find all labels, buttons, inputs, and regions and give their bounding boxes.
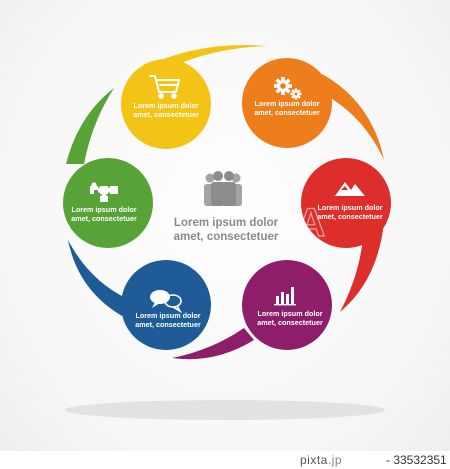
node-cart[interactable] bbox=[121, 59, 211, 149]
node-mountain[interactable] bbox=[301, 158, 391, 248]
footer-brand: pixta.jp bbox=[300, 453, 342, 467]
center-text-line2: amet, consectetuer bbox=[174, 231, 279, 243]
node-gear[interactable] bbox=[242, 58, 332, 148]
node-chat-label-line2: amet, consectetuer bbox=[135, 320, 201, 329]
node-mountain-label-line1: Lorem ipsum dolor bbox=[317, 203, 382, 212]
bar-chart-icon bbox=[274, 287, 296, 306]
node-barchart-label-line2: amet, consectetuer bbox=[257, 318, 323, 327]
tail-chat bbox=[68, 240, 130, 316]
footer-brand-domain: .jp bbox=[327, 453, 343, 467]
mountain-chart-icon bbox=[335, 182, 365, 196]
center-text-line1: Lorem ipsum dolor bbox=[174, 217, 279, 229]
node-cart-label-line1: Lorem ipsum dolor bbox=[133, 101, 198, 110]
tail-gear bbox=[316, 74, 384, 160]
node-gear-label-line1: Lorem ipsum dolor bbox=[254, 99, 319, 108]
node-chat-label-line1: Lorem ipsum dolor bbox=[135, 311, 200, 320]
tail-mountain bbox=[340, 222, 384, 312]
watermark: PIXTA bbox=[211, 201, 326, 245]
node-cart-label-line2: amet, consectetuer bbox=[133, 110, 199, 119]
footer-bar: pixta.jp - 33532351 bbox=[0, 451, 450, 469]
shopping-cart-icon bbox=[149, 75, 180, 99]
tail-puzzle bbox=[66, 88, 114, 164]
puzzle-icon bbox=[90, 182, 118, 202]
node-puzzle-label-line1: Lorem ipsum dolor bbox=[71, 205, 136, 214]
node-gear-label-line2: amet, consectetuer bbox=[254, 108, 320, 117]
gears-icon bbox=[274, 77, 302, 100]
footer-brand-name: pixta bbox=[300, 453, 328, 467]
footer-image-code: - 33532351 bbox=[386, 453, 447, 467]
node-puzzle[interactable] bbox=[63, 158, 153, 248]
floor-shadow bbox=[65, 400, 385, 420]
tail-barchart bbox=[172, 328, 254, 360]
node-barchart-label-line1: Lorem ipsum dolor bbox=[257, 309, 322, 318]
speech-bubbles-icon bbox=[150, 290, 183, 314]
people-group-icon bbox=[204, 171, 242, 206]
node-mountain-label-line2: amet, consectetuer bbox=[317, 212, 383, 221]
node-puzzle-label-line2: amet, consectetuer bbox=[71, 214, 137, 223]
